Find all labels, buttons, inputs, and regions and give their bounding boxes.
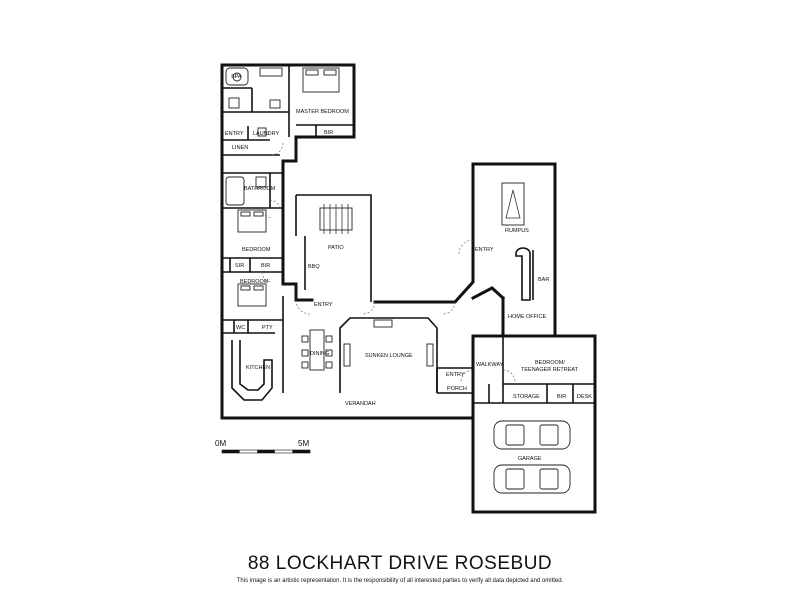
label-bedroom-retreat-1: BEDROOM/ — [535, 360, 565, 366]
label-home-office: HOME OFFICE — [508, 314, 547, 320]
label-storage: STORAGE — [513, 394, 540, 400]
label-master-bedroom: MASTER BEDROOM — [296, 109, 349, 115]
car-lower — [493, 464, 571, 494]
label-bir-garage: BIR — [557, 394, 566, 400]
label-walkway: WALKWAY — [476, 362, 504, 368]
label-sir: SIR — [235, 263, 244, 269]
label-entry-front: ENTRY — [446, 372, 465, 378]
label-spa: SPA — [231, 74, 242, 80]
label-bbq: BBQ — [308, 264, 320, 270]
label-desk: DESK — [577, 394, 592, 400]
disclaimer-text: This image is an artistic representation… — [236, 578, 564, 584]
label-bir-master: BIR — [324, 130, 333, 136]
property-title: 88 LOCKHART DRIVE ROSEBUD — [247, 553, 553, 574]
label-rumpus: RUMPUS — [505, 228, 529, 234]
label-entry-laundry: ENTRY — [225, 131, 244, 137]
label-porch: PORCH — [447, 386, 467, 392]
scale-start-label: 0M — [215, 439, 226, 448]
label-wc: WC — [236, 325, 245, 331]
label-bathroom: BATHROOM — [244, 186, 276, 192]
label-patio: PATIO — [328, 245, 344, 251]
label-pty: PTY — [262, 325, 273, 331]
label-bedroom-2: BEDROOM — [240, 279, 269, 285]
label-kitchen: KITCHEN — [246, 365, 270, 371]
label-bedroom-1: BEDROOM — [242, 247, 271, 253]
label-entry-patio: ENTRY — [314, 302, 333, 308]
car-upper — [493, 420, 571, 450]
label-bir-bedroom: BIR — [261, 263, 270, 269]
label-laundry: LAUNDRY — [253, 131, 280, 137]
label-entry-rumpus: ENTRY — [475, 247, 494, 253]
label-dining: DINING — [310, 351, 329, 357]
doors — [261, 142, 516, 383]
label-bedroom-retreat-2: TEENAGER RETREAT — [521, 367, 579, 373]
label-sunken-lounge: SUNKEN LOUNGE — [365, 353, 413, 359]
interior-walls — [222, 65, 595, 404]
label-garage: GARAGE — [518, 456, 542, 462]
scale-end-label: 5M — [298, 439, 309, 448]
label-verandah: VERANDAH — [345, 401, 376, 407]
room-labels: SPA MASTER BEDROOM BIR ENTRY LAUNDRY LIN… — [225, 74, 592, 462]
label-linen: LINEN — [232, 145, 248, 151]
fixtures — [225, 67, 571, 494]
label-bar: BAR — [538, 277, 549, 283]
scale-bar: 0M 5M — [215, 439, 311, 454]
